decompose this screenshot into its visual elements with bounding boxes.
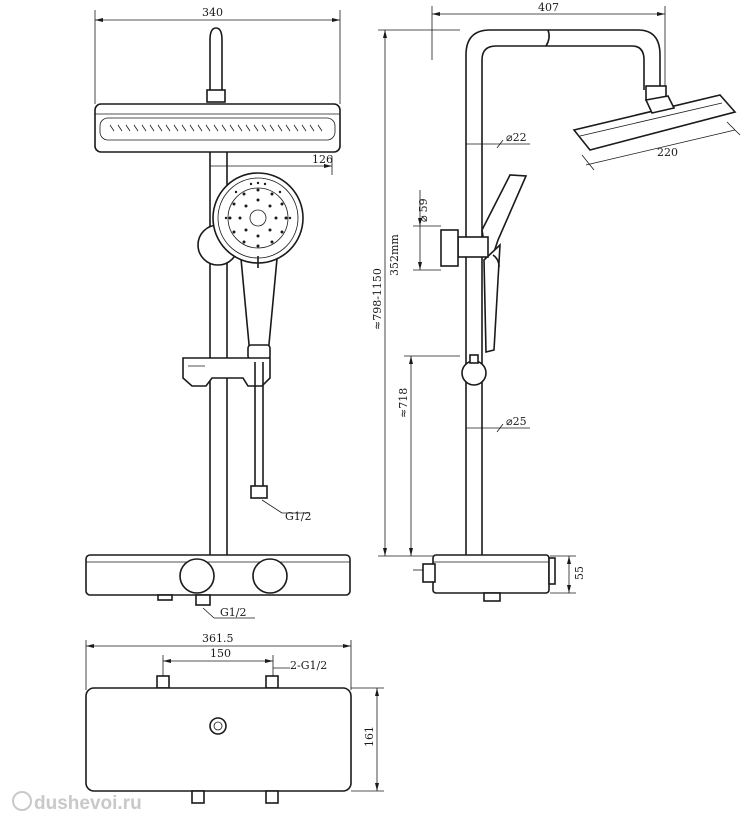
- side-view: 407 ⌀22 220: [371, 1, 741, 602]
- riser-knob: [461, 354, 487, 386]
- shower-hose: G1/2: [250, 362, 312, 523]
- watermark: dushevoi.ru: [12, 791, 142, 814]
- dim-label-126: 126: [312, 153, 333, 166]
- dim-diameter-25: ⌀25: [466, 415, 530, 433]
- dim-label-150: 150: [210, 647, 231, 660]
- watermark-text: dushevoi.ru: [34, 793, 142, 814]
- dim-label-height-range: ≈798-1150: [371, 268, 384, 330]
- dim-heights: ≈798-1150 352mm ≈718: [371, 29, 460, 557]
- dim-label-59: ⌀59: [417, 198, 430, 222]
- front-view: 340 126: [85, 6, 351, 619]
- dim-label-inlet-thread: 2-G1/2: [290, 659, 327, 672]
- dim-label-161: 161: [363, 726, 376, 747]
- dim-label-407: 407: [538, 1, 559, 14]
- mixer-side: 55: [413, 554, 586, 602]
- dim-label-361-5: 361.5: [202, 632, 234, 645]
- dim-label-55: 55: [573, 566, 586, 580]
- dim-width-340: 340: [94, 6, 341, 104]
- dim-diameter-22: ⌀22: [466, 131, 530, 149]
- dim-width-407: 407: [431, 1, 666, 90]
- dim-label-outlet-thread: G1/2: [220, 606, 247, 619]
- dim-depth-161: 161: [351, 687, 384, 792]
- shower-arm: [206, 27, 226, 103]
- dim-label-22: ⌀22: [506, 131, 527, 144]
- slide-bracket: [182, 357, 271, 387]
- mixer-front: G1/2: [85, 554, 351, 619]
- dim-spacing-150: 150 2-G1/2: [162, 647, 327, 678]
- dim-label-220: 220: [657, 146, 678, 159]
- dim-label-340: 340: [202, 6, 223, 19]
- rain-shower-head-side: 220: [572, 94, 741, 171]
- rain-shower-head-front: [94, 103, 341, 153]
- dim-width-361-5: 361.5: [85, 632, 352, 690]
- top-view: 361.5 150 2-G1/2 161: [85, 632, 384, 804]
- dim-hand-shower-126: 126: [210, 153, 333, 175]
- dim-label-25: ⌀25: [506, 415, 527, 428]
- mixer-top: [85, 675, 352, 804]
- dim-label-height-lower: ≈718: [397, 388, 410, 418]
- hand-shower-side: [440, 174, 528, 354]
- hand-shower-front: [212, 172, 304, 360]
- dim-label-hose-thread: G1/2: [285, 510, 312, 523]
- dim-diameter-59: ⌀59: [413, 190, 441, 271]
- dim-label-height-upper: 352mm: [388, 234, 401, 276]
